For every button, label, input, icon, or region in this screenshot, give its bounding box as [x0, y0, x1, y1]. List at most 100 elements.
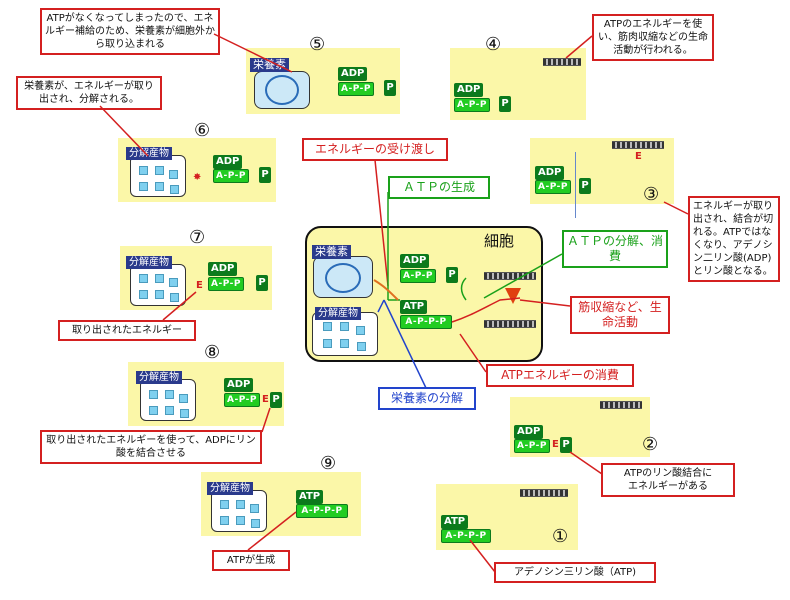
molecule-icon [250, 504, 259, 513]
adp-label: ADP [338, 67, 368, 81]
molecule-icon [170, 185, 179, 194]
step-number-9: ⑨ [320, 453, 337, 474]
product-label: 分解産物 [136, 371, 182, 384]
nutrient-breakdown-callout: 栄養素の分解 [378, 387, 476, 410]
molecule-icon [155, 182, 164, 191]
nutrient-label: 栄養素 [312, 245, 351, 259]
molecule-icon [356, 326, 365, 335]
molecule-icon [340, 339, 349, 348]
adp-label: ADP [224, 378, 254, 392]
molecule-icon [139, 166, 148, 175]
phosphate-box: P [499, 96, 511, 112]
molecule-icon [236, 500, 245, 509]
atp-label: ATP [400, 300, 428, 314]
adp-label: ADP [400, 254, 430, 268]
molecule-icon [323, 322, 332, 331]
product-label: 分解産物 [126, 147, 172, 160]
adp-bar: A-P-P [535, 180, 571, 194]
molecule-icon [165, 390, 174, 399]
molecule-icon [155, 290, 164, 299]
phosphate-box: P [256, 275, 268, 291]
adp-bar: A-P-P [224, 393, 260, 407]
phosphate-box: P [579, 178, 591, 194]
molecule-icon [251, 519, 260, 528]
adp-bar: A-P-P [208, 277, 244, 291]
step-number-7: ⑦ [189, 227, 206, 248]
phosphate-box: P [446, 267, 458, 283]
muscle-contraction-callout: 筋収縮など、生命活動 [570, 296, 670, 334]
step4-callout: ATPのエネルギーを使い、筋肉収縮などの生命活動が行われる。 [592, 14, 714, 61]
molecule-icon [139, 290, 148, 299]
phosphate-box: P [384, 80, 396, 96]
step-number-2: ② [642, 434, 659, 455]
energy-transfer-callout: エネルギーの受け渡し [302, 138, 448, 161]
glucose-ring-icon [325, 263, 361, 293]
muscle-fiber-icon [520, 489, 568, 497]
atp-bar: A-P-P-P [441, 529, 491, 543]
adp-bar: A-P-P [400, 269, 436, 283]
product-label: 分解産物 [315, 307, 361, 320]
adp-bar: A-P-P [454, 98, 490, 112]
muscle-fiber-icon [612, 141, 664, 149]
atp-label: ATP [441, 515, 469, 529]
step3-callout: エネルギーが取り出され、結合が切れる。ATPではなくなり、アデノシン二リン酸(A… [688, 196, 780, 282]
molecule-icon [236, 516, 245, 525]
step-number-4: ④ [485, 34, 502, 55]
step2-callout: ATPのリン酸結合に エネルギーがある [601, 463, 735, 497]
energy-mark: E [262, 394, 269, 405]
molecule-icon [139, 274, 148, 283]
adp-label: ADP [208, 262, 238, 276]
atp-label: ATP [296, 490, 324, 504]
molecule-icon [155, 274, 164, 283]
energy-spark-icon: ✸ [193, 172, 202, 183]
muscle-fiber-icon [484, 272, 536, 280]
cell-label: 細胞 [484, 232, 515, 250]
step9-callout: ATPが生成 [212, 550, 290, 571]
product-label: 分解産物 [207, 482, 253, 495]
molecule-icon [220, 516, 229, 525]
down-arrow-icon [505, 288, 521, 304]
molecule-icon [340, 322, 349, 331]
nutrient-label: 栄養素 [250, 58, 289, 72]
molecule-icon [169, 170, 178, 179]
atp-bar: A-P-P-P [400, 315, 452, 329]
phosphate-box: P [270, 392, 282, 408]
molecule-icon [323, 339, 332, 348]
molecule-icon [180, 409, 189, 418]
molecule-icon [179, 394, 188, 403]
step5-callout: ATPがなくなってしまったので、エネルギー補給のため、栄養素が細胞外から取り込ま… [40, 8, 220, 55]
muscle-fiber-icon [484, 320, 536, 328]
adp-label: ADP [535, 166, 565, 180]
step-number-1: ① [552, 526, 569, 547]
product-label: 分解産物 [126, 256, 172, 269]
divider-line [575, 152, 576, 218]
atp-bar: A-P-P-P [296, 504, 348, 518]
adp-bar: A-P-P [514, 439, 550, 453]
atp-energy-consumption-callout: ATPエネルギーの消費 [486, 364, 634, 387]
atp-generation-callout: ＡＴＰの生成 [388, 176, 490, 199]
atp-breakdown-callout: ＡＴＰの分解、消費 [562, 230, 668, 268]
step1-callout: アデノシン三リン酸（ATP) [494, 562, 656, 583]
step-number-5: ⑤ [309, 34, 326, 55]
step8-callout: 取り出されたエネルギーを使って、ADPにリン酸を結合させる [40, 430, 262, 464]
step-number-8: ⑧ [204, 342, 221, 363]
glucose-ring-icon [265, 75, 299, 105]
step7-callout: 取り出されたエネルギー [58, 320, 196, 341]
molecule-icon [169, 278, 178, 287]
molecule-icon [170, 293, 179, 302]
adp-label: ADP [213, 155, 243, 169]
molecule-icon [149, 406, 158, 415]
muscle-fiber-icon [543, 58, 581, 66]
energy-mark: E [196, 280, 203, 291]
molecule-icon [155, 166, 164, 175]
molecule-icon [165, 406, 174, 415]
energy-mark: E [635, 151, 642, 162]
molecule-icon [357, 342, 366, 351]
step-number-3: ③ [643, 184, 660, 205]
muscle-fiber-icon [600, 401, 642, 409]
adp-bar: A-P-P [338, 82, 374, 96]
step-number-6: ⑥ [194, 120, 211, 141]
step6-callout: 栄養素が、エネルギーが取り出され、分解される。 [16, 76, 162, 110]
adp-label: ADP [514, 425, 544, 439]
